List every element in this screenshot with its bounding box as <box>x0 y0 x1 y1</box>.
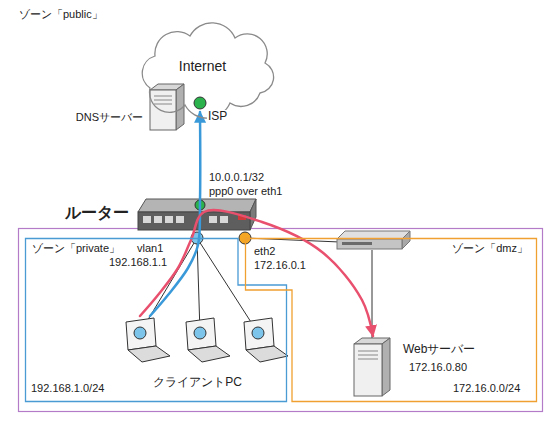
server-front <box>354 344 382 396</box>
wire <box>197 238 200 333</box>
client-label: クライアントPC <box>152 376 243 390</box>
router-label: ルーター <box>64 204 130 222</box>
server-label: Webサーバー <box>402 343 476 357</box>
laptop-screen <box>126 318 156 350</box>
switch-top <box>337 231 410 239</box>
server-label: DNSサーバー <box>75 111 144 124</box>
router-port <box>165 216 173 223</box>
subnet-label: 172.16.0.0/24 <box>452 382 521 395</box>
router-top <box>138 199 256 212</box>
router-side <box>250 199 256 230</box>
traffic-arrow <box>140 210 373 336</box>
outer-zone-frame <box>19 229 543 412</box>
server-slot <box>154 104 172 105</box>
web-server: Webサーバー172.16.0.80 <box>352 336 392 396</box>
switch-front <box>337 239 402 249</box>
laptop-icons <box>126 318 288 362</box>
dns-server: DNSサーバー <box>150 84 186 130</box>
laptop-port-dot <box>252 327 264 339</box>
subnet-label: 192.168.1.0/24 <box>30 382 105 395</box>
ip-address: 172.16.0.1 <box>253 259 307 272</box>
laptop-screen <box>186 318 216 350</box>
laptop-base <box>188 346 230 362</box>
server-slot <box>154 100 172 101</box>
router-port <box>220 216 228 223</box>
laptop-port-dot <box>194 327 206 339</box>
ip-address: 192.168.1.1 <box>108 256 168 269</box>
switch-ports <box>342 242 372 245</box>
server-slot <box>358 355 378 356</box>
server-slot <box>154 96 172 97</box>
laptop-port-dot <box>134 327 146 339</box>
router-port <box>154 216 162 223</box>
zone-border <box>246 239 537 402</box>
laptop-base <box>246 346 288 362</box>
isp-port-dot <box>194 97 206 109</box>
server-side <box>382 338 390 396</box>
laptop-screen <box>244 318 274 350</box>
ip-address: 172.16.0.80 <box>408 361 468 374</box>
interface-label: eth2 <box>253 245 276 258</box>
server-slot <box>358 351 378 352</box>
isp-label: ISP <box>207 110 228 124</box>
interface-label: vlan1 <box>136 242 164 255</box>
web-server-icon <box>354 338 390 396</box>
router-port <box>209 216 217 223</box>
router-port <box>176 216 184 223</box>
interface-label: ppp0 over eth1 <box>208 185 283 198</box>
cloud-label: Internet <box>178 58 227 74</box>
ip-address: 10.0.0.1/32 <box>208 171 265 184</box>
cloud-path <box>142 23 273 118</box>
zone-label: ゾーン「dmz」 <box>451 242 529 255</box>
switch-icon <box>337 231 410 249</box>
internet-cloud: Internet <box>130 18 275 112</box>
router: ルーター <box>138 196 256 236</box>
client-pc-group: クライアントPC <box>105 316 290 366</box>
server-slot <box>358 359 378 360</box>
traffic-arrow <box>150 112 200 316</box>
router-port <box>143 216 151 223</box>
server-front <box>150 90 176 130</box>
laptop-base <box>128 346 170 362</box>
zone-label: ゾーン「public」 <box>18 8 104 21</box>
zone-label: ゾーン「private」 <box>31 242 121 255</box>
zone-border <box>26 239 287 402</box>
switch-side <box>402 231 410 249</box>
